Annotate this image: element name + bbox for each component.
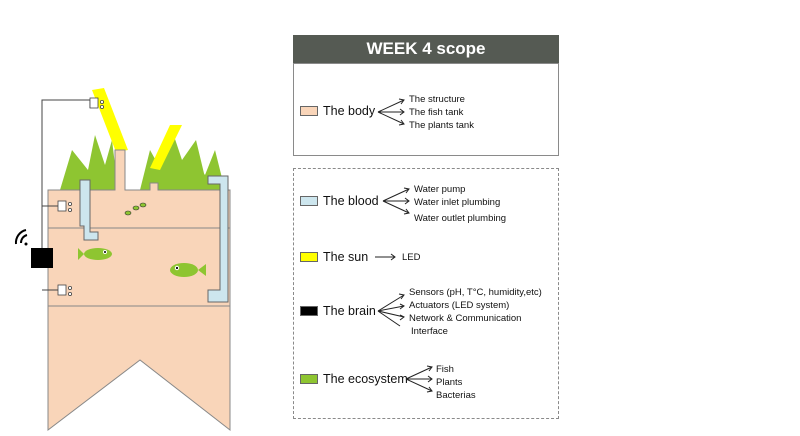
body-arrows bbox=[377, 98, 405, 126]
fish-tank bbox=[47, 227, 231, 307]
led-icon bbox=[92, 88, 182, 170]
sun-arrow bbox=[375, 253, 396, 261]
list-item: Interface bbox=[411, 326, 448, 337]
body-items: The structure The fish tank The plants t… bbox=[409, 93, 474, 132]
list-item: The plants tank bbox=[409, 120, 474, 131]
blood-label: The blood bbox=[323, 194, 379, 208]
blood-arrows bbox=[382, 187, 410, 215]
ecosystem-arrows bbox=[405, 365, 433, 393]
ecosystem-swatch bbox=[300, 374, 318, 384]
blood-swatch bbox=[300, 196, 318, 206]
sensor-icon bbox=[57, 97, 105, 296]
list-item: Actuators (LED system) bbox=[409, 300, 510, 311]
structure-base bbox=[47, 305, 231, 432]
bacteria-icon bbox=[124, 202, 147, 216]
wifi-icon bbox=[14, 229, 28, 246]
sun-swatch bbox=[300, 252, 318, 262]
legend-row-ecosystem: The ecosystem bbox=[300, 372, 408, 386]
scope-title: WEEK 4 scope bbox=[293, 35, 559, 63]
brain-swatch bbox=[300, 306, 318, 316]
list-item: The structure bbox=[409, 94, 465, 105]
legend-row-sun: The sun bbox=[300, 250, 368, 264]
body-label: The body bbox=[323, 104, 376, 118]
sun-label: The sun bbox=[323, 250, 369, 264]
list-item: Water pump bbox=[414, 184, 466, 195]
list-item: Water outlet plumbing bbox=[414, 213, 507, 224]
sun-items: LED bbox=[402, 251, 420, 264]
list-item: Water inlet plumbing bbox=[414, 197, 501, 208]
list-item: Fish bbox=[436, 364, 454, 375]
list-item: The fish tank bbox=[409, 107, 464, 118]
scope-box bbox=[293, 63, 559, 156]
ecosystem-label: The ecosystem bbox=[323, 372, 408, 386]
legend-row-blood: The blood bbox=[300, 194, 379, 208]
brain-label: The brain bbox=[323, 304, 376, 318]
list-item: Network & Communication bbox=[409, 313, 522, 324]
brain-arrows bbox=[377, 293, 405, 327]
list-item: LED bbox=[402, 252, 421, 263]
fish-icon bbox=[78, 248, 206, 277]
water-plumbing bbox=[79, 175, 229, 303]
brain-items: Sensors (pH, T°C, humidity,etc) Actuator… bbox=[409, 286, 542, 338]
aquaponics-illustration bbox=[14, 88, 231, 432]
controller-box-icon bbox=[31, 248, 53, 268]
list-item: Sensors (pH, T°C, humidity,etc) bbox=[409, 287, 542, 298]
legend-row-body: The body bbox=[300, 104, 375, 118]
blood-items: Water pump Water inlet plumbing Water ou… bbox=[414, 183, 506, 225]
list-item: Bacterias bbox=[436, 390, 476, 401]
ecosystem-items: Fish Plants Bacterias bbox=[436, 363, 476, 402]
list-item: Plants bbox=[436, 377, 463, 388]
legend-row-brain: The brain bbox=[300, 304, 376, 318]
body-swatch bbox=[300, 106, 318, 116]
details-box bbox=[293, 168, 559, 419]
